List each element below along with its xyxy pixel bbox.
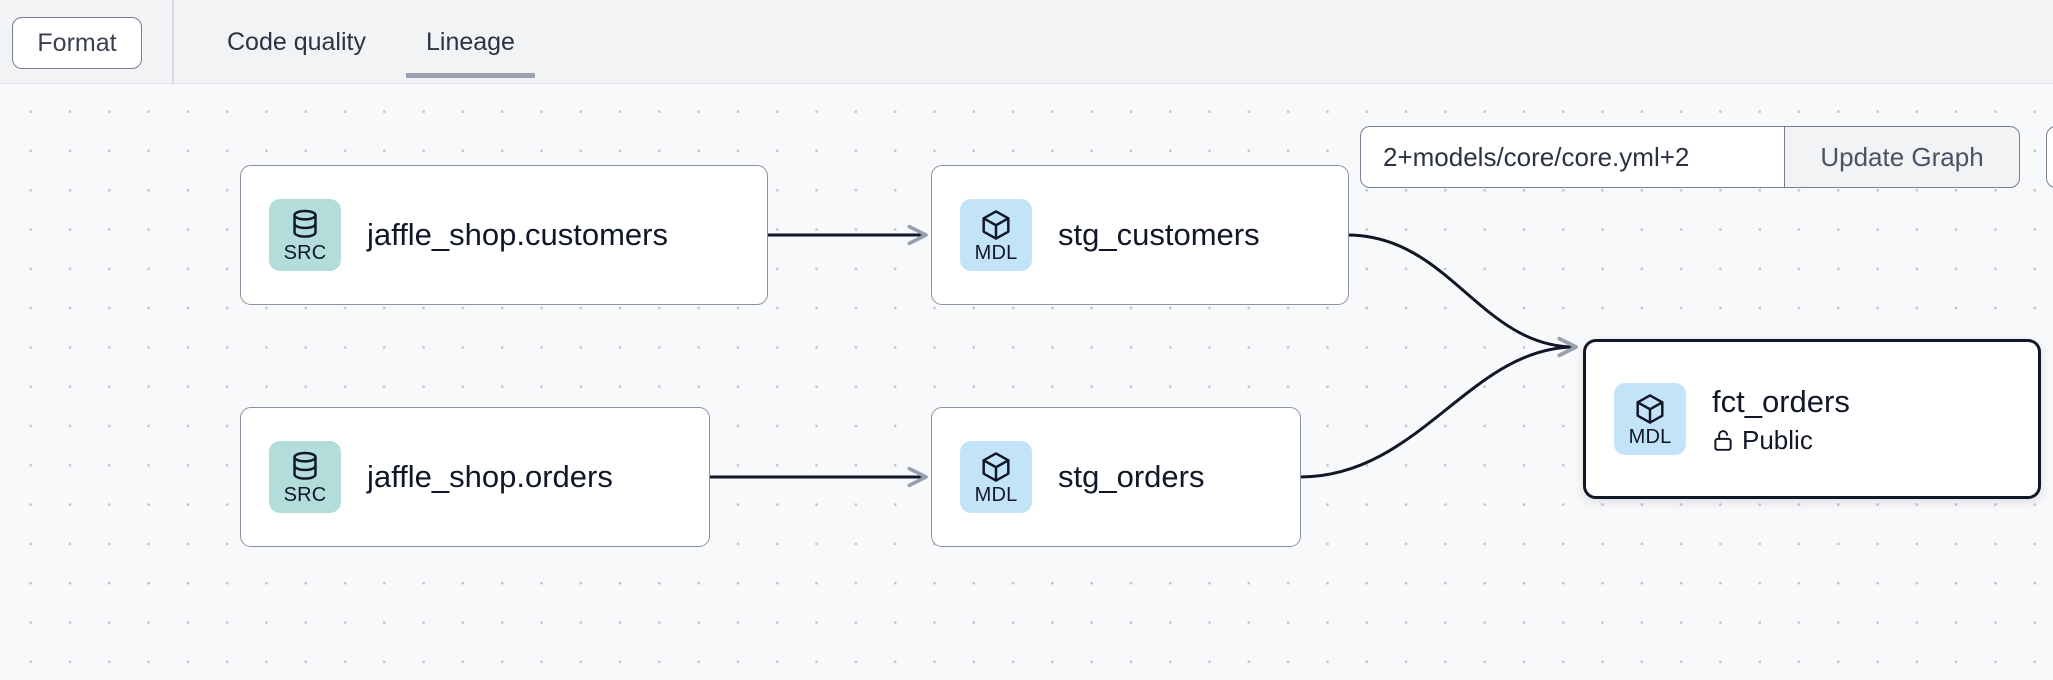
database-icon bbox=[290, 450, 320, 484]
format-button[interactable]: Format bbox=[12, 17, 142, 69]
cube-icon bbox=[1634, 392, 1666, 426]
node-badge-label: MDL bbox=[974, 483, 1018, 506]
lineage-node-jaffle-shop-orders[interactable]: SRC jaffle_shop.orders bbox=[240, 407, 710, 547]
graph-selector-input[interactable] bbox=[1360, 126, 1784, 188]
edge-stg-orders-to-fct-orders bbox=[1299, 336, 1578, 479]
lineage-node-stg-orders[interactable]: MDL stg_orders bbox=[931, 407, 1301, 547]
node-body: stg_customers bbox=[1058, 216, 1260, 254]
tab-lineage[interactable]: Lineage bbox=[396, 0, 545, 84]
tab-underline bbox=[207, 73, 386, 78]
node-badge-mdl: MDL bbox=[960, 441, 1032, 513]
node-title: stg_orders bbox=[1058, 459, 1205, 494]
lineage-node-jaffle-shop-customers[interactable]: SRC jaffle_shop.customers bbox=[240, 165, 768, 305]
node-title: stg_customers bbox=[1058, 217, 1260, 252]
lineage-canvas[interactable]: SRC jaffle_shop.customers SRC jaffle_sh bbox=[0, 84, 2053, 680]
format-button-label: Format bbox=[37, 28, 117, 57]
graph-selector-group: Update Graph bbox=[1360, 126, 2020, 188]
node-badge-mdl: MDL bbox=[1614, 383, 1686, 455]
node-title: fct_orders bbox=[1712, 383, 1850, 419]
cube-icon bbox=[980, 208, 1012, 242]
update-graph-label: Update Graph bbox=[1820, 141, 1984, 172]
node-body: fct_orders Public bbox=[1712, 383, 1850, 456]
node-title: jaffle_shop.orders bbox=[367, 459, 613, 494]
node-title: jaffle_shop.customers bbox=[367, 217, 668, 252]
node-badge-src: SRC bbox=[269, 199, 341, 271]
node-visibility-label: Public bbox=[1742, 424, 1813, 455]
node-badge-label: MDL bbox=[1628, 425, 1672, 448]
node-badge-mdl: MDL bbox=[960, 199, 1032, 271]
node-body: stg_orders bbox=[1058, 458, 1204, 496]
node-badge-src: SRC bbox=[269, 441, 341, 513]
edge-stg-customers-to-fct-orders bbox=[1346, 233, 1578, 358]
top-toolbar: Format Code quality Lineage bbox=[0, 0, 2053, 84]
overflow-button-partial[interactable] bbox=[2046, 126, 2053, 188]
lineage-node-stg-customers[interactable]: MDL stg_customers bbox=[931, 165, 1349, 305]
node-badge-label: SRC bbox=[283, 483, 327, 506]
tab-lineage-label: Lineage bbox=[425, 27, 515, 56]
tab-bar: Code quality Lineage bbox=[172, 0, 545, 84]
node-body: jaffle_shop.orders bbox=[367, 458, 613, 496]
node-visibility: Public bbox=[1712, 424, 1850, 456]
unlock-icon bbox=[1712, 428, 1734, 452]
tab-active-underline bbox=[405, 73, 535, 78]
lineage-node-fct-orders[interactable]: MDL fct_orders Public bbox=[1583, 339, 2041, 499]
toolbar-divider bbox=[172, 0, 174, 84]
database-icon bbox=[290, 208, 320, 242]
cube-icon bbox=[980, 450, 1012, 484]
tab-code-quality[interactable]: Code quality bbox=[197, 0, 396, 84]
node-badge-label: MDL bbox=[974, 241, 1018, 264]
node-body: jaffle_shop.customers bbox=[367, 216, 668, 254]
update-graph-button[interactable]: Update Graph bbox=[1784, 126, 2020, 188]
node-badge-label: SRC bbox=[283, 241, 327, 264]
tab-code-quality-label: Code quality bbox=[227, 27, 366, 56]
